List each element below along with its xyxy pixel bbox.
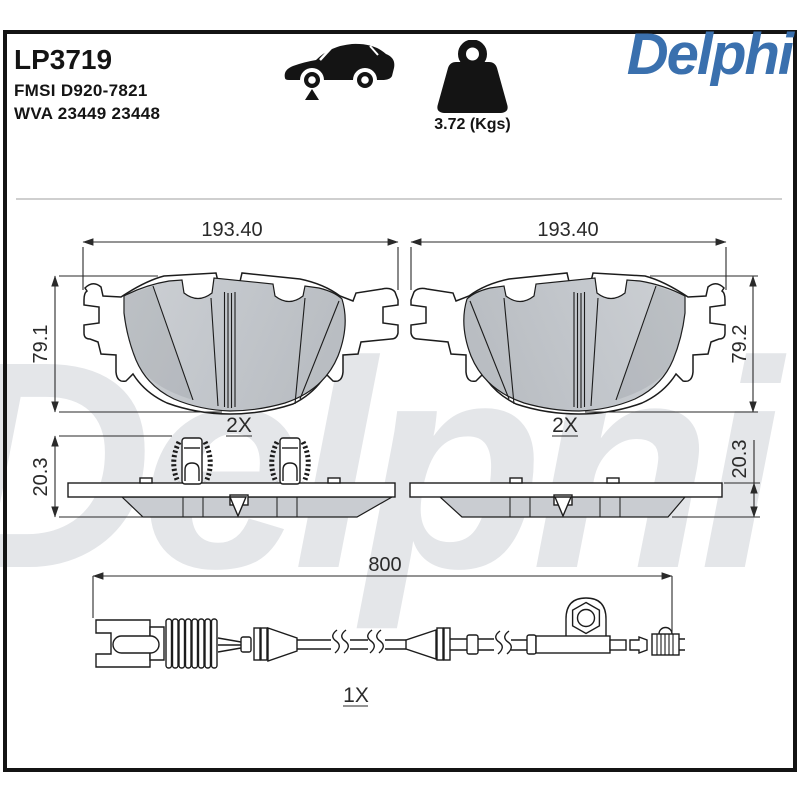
pad-side-view-right: [409, 477, 723, 518]
technical-drawing: 193.40 193.40 79.1 79.2 20.3 20.3 800 2X…: [30, 219, 760, 707]
wear-sensor-drawing: [95, 597, 685, 669]
dim-width-left: 193.40: [201, 219, 262, 241]
qty-label-right-pad: 2X: [552, 414, 578, 437]
delphi-logo: Delphi: [626, 22, 794, 87]
spring-clip-left: [171, 437, 213, 485]
qty-label-sensor: 1X: [343, 684, 369, 707]
dim-thickness-right: 20.3: [729, 440, 751, 479]
weight-value: 3.72 (Kgs): [434, 116, 511, 133]
dim-sensor-length: 800: [368, 554, 401, 576]
dim-thickness-left: 20.3: [30, 458, 52, 497]
pad-front-view-right: [410, 272, 726, 415]
sensor-bellows: [165, 618, 218, 669]
car-front-axle-icon: [280, 38, 398, 107]
header-separator: [16, 198, 782, 200]
qty-label-left-pad: 2X: [226, 414, 252, 437]
spring-clip-right: [269, 437, 311, 485]
pad-side-view-left: [67, 437, 396, 518]
fmsi-code: FMSI D920-7821: [14, 81, 148, 100]
pad-front-view-left: [83, 272, 399, 415]
part-number: LP3719: [14, 44, 113, 75]
front-axle-marker-icon: [305, 89, 319, 100]
dim-height-left: 79.1: [30, 325, 52, 364]
weight-icon: [430, 39, 515, 121]
wva-code: WVA 23449 23448: [14, 104, 161, 123]
dimension-lines: [51, 238, 760, 707]
dim-width-right: 193.40: [537, 219, 598, 241]
dim-height-right: 79.2: [729, 325, 751, 364]
